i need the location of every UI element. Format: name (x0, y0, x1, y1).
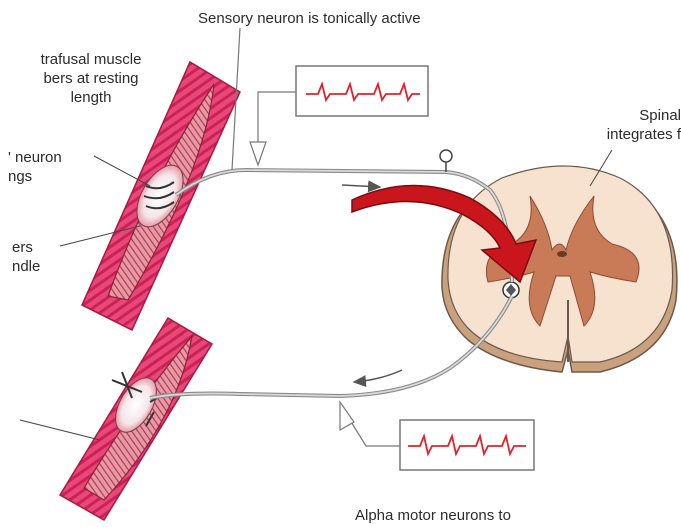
spindle-fibers-label: ers ndle (12, 238, 40, 276)
intrafusal-label-line2: bers at resting (6, 69, 176, 88)
spinal-label-line1: Spinal (560, 106, 681, 125)
central-canal (557, 251, 567, 257)
neuron-endings-label: ' neuron ngs (8, 148, 62, 186)
spinal-cord-section (442, 166, 677, 372)
intrafusal-fibers-label: trafusal muscle bers at resting length (6, 50, 176, 107)
sensory-signal-box (232, 28, 428, 170)
dorsal-root-ganglion (440, 150, 452, 162)
motor-direction-arrow (354, 370, 402, 382)
spindle-fibers-line1: ers (12, 238, 40, 257)
spinal-cord-label: Spinal integrates f (560, 106, 681, 144)
neuron-endings-line1: ' neuron (8, 148, 62, 167)
lower-muscle (60, 318, 212, 520)
spinal-label-line2: integrates f (560, 125, 681, 144)
spindle-fibers-line2: ndle (12, 257, 40, 276)
alpha-motor-label: Alpha motor neurons to (355, 506, 511, 525)
sensory-direction-arrow (342, 185, 380, 187)
intrafusal-label-line3: length (6, 88, 176, 107)
sensory-neuron-title: Sensory neuron is tonically active (198, 9, 421, 28)
neuron-endings-line2: ngs (8, 167, 62, 186)
intrafusal-label-line1: trafusal muscle (6, 50, 176, 69)
motor-signal-box (340, 402, 534, 470)
